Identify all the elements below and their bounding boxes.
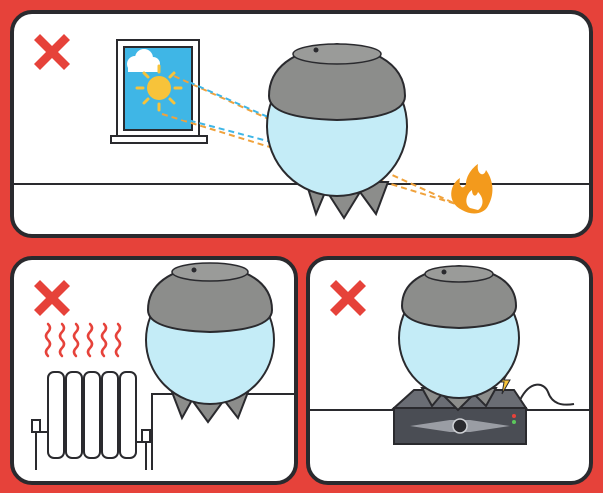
cross-icon — [330, 280, 366, 316]
panel-electronics — [306, 256, 593, 485]
panel-sunlight-art — [14, 34, 589, 220]
window-icon — [110, 39, 208, 144]
heat-waves-icon — [44, 322, 122, 358]
panel-radiator-art — [31, 262, 294, 470]
sun-icon — [135, 64, 183, 112]
wall-corner — [151, 393, 294, 470]
aquarium-tank — [266, 42, 408, 220]
panel-radiator — [10, 256, 298, 485]
radiator-icon — [31, 371, 151, 470]
panel-sunlight — [10, 10, 593, 238]
cross-icon — [34, 280, 70, 316]
power-cable — [519, 383, 575, 406]
aquarium-tank — [398, 264, 520, 412]
aquarium-tank — [145, 262, 275, 424]
tank-stand — [304, 181, 390, 220]
cloud-icon — [127, 49, 160, 72]
fire-icon — [451, 164, 493, 214]
cross-icon — [34, 34, 70, 70]
panel-electronics-art — [310, 264, 589, 445]
